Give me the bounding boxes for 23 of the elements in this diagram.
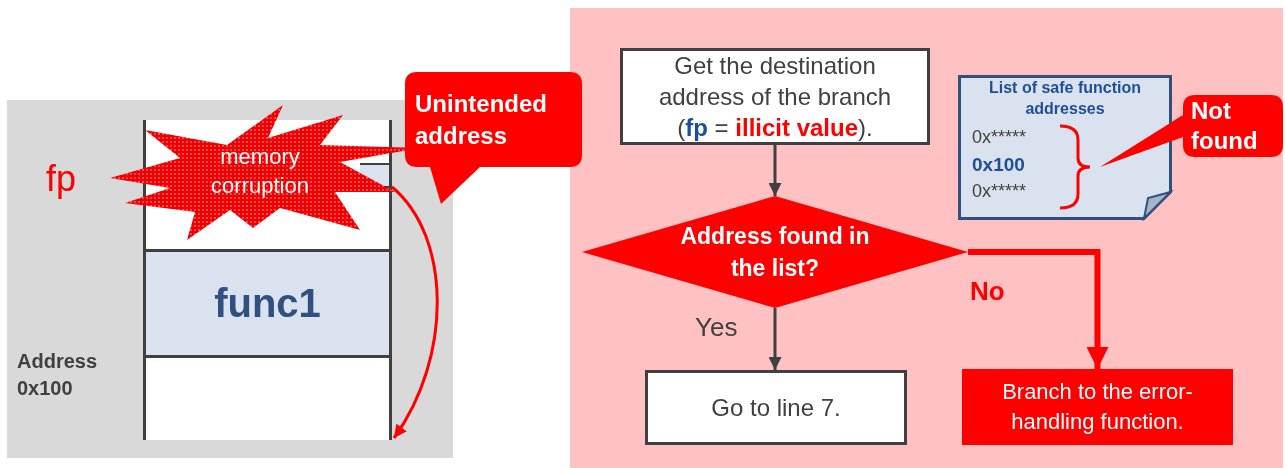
arrow <box>768 145 782 196</box>
address-label: Address 0x100 <box>17 349 99 401</box>
note-title: List of safe function addresses <box>988 78 1142 119</box>
process-box <box>645 370 907 445</box>
callout-text: Not found <box>1191 96 1259 156</box>
address-entry: 0x100 <box>972 154 1025 176</box>
pointer-label: fp <box>46 158 77 200</box>
function-name: func1 <box>214 281 321 326</box>
memory-cell <box>143 355 392 440</box>
error-box <box>962 369 1233 445</box>
address-entry: 0x***** <box>972 127 1027 148</box>
arrow <box>968 249 1109 369</box>
process-box <box>620 48 930 145</box>
burst-text: memory corruption <box>210 143 310 200</box>
callout-text: Unintended address <box>415 88 548 151</box>
step-text: Go to line 7. <box>711 393 841 422</box>
error-step-text: Branch to the error-handling function. <box>1001 378 1194 436</box>
step-text: Get the destination address of the branch (fp = illicit value). <box>657 50 893 144</box>
arrow <box>768 308 782 370</box>
address-entry: 0x***** <box>972 181 1027 202</box>
arrow <box>390 185 439 439</box>
function-block <box>143 249 392 355</box>
decision-text: Address found in the list? <box>679 221 871 283</box>
